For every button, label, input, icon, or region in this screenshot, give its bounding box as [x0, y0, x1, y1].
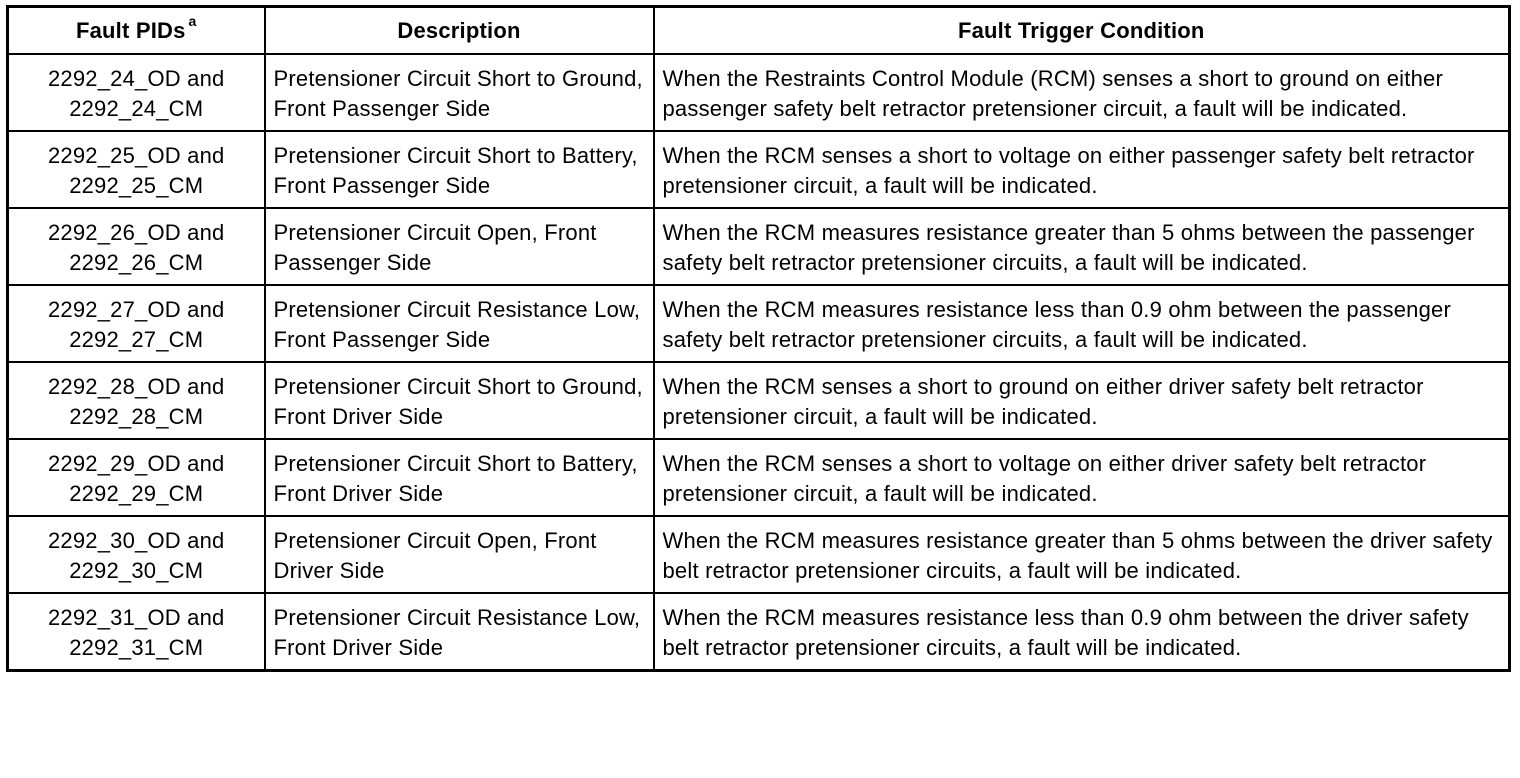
header-description: Description — [263, 5, 655, 55]
cell-fault-pid: 2292_24_OD and 2292_24_CM — [6, 53, 266, 132]
cell-condition: When the RCM measures resistance less th… — [652, 284, 1511, 363]
table-row: 2292_29_OD and 2292_29_CM Pretensioner Ci… — [6, 438, 1511, 517]
header-footnote-marker: a — [188, 13, 197, 30]
cell-description: Pretensioner Circuit Short to Ground, Fr… — [263, 361, 655, 440]
cell-fault-pid: 2292_27_OD and 2292_27_CM — [6, 284, 266, 363]
cell-description: Pretensioner Circuit Resistance Low, Fro… — [263, 592, 655, 672]
table-row: 2292_26_OD and 2292_26_CM Pretensioner Ci… — [6, 207, 1511, 286]
pid-line: 2292_27_CM — [69, 327, 204, 352]
table-body: 2292_24_OD and 2292_24_CM Pretensioner Ci… — [6, 53, 1511, 672]
pid-line: 2292_28_CM — [69, 404, 204, 429]
header-fault-pids-label: Fault PIDs — [75, 17, 186, 43]
table-row: 2292_27_OD and 2292_27_CM Pretensioner Ci… — [6, 284, 1511, 363]
pid-line: 2292_24_CM — [69, 96, 204, 121]
pid-line: 2292_24_OD and — [47, 66, 225, 91]
table-row: 2292_25_OD and 2292_25_CM Pretensioner Ci… — [6, 130, 1511, 209]
pid-line: 2292_27_OD and — [47, 297, 225, 322]
pid-line: 2292_30_OD and — [47, 528, 225, 553]
cell-condition: When the RCM measures resistance less th… — [652, 592, 1511, 672]
cell-fault-pid: 2292_25_OD and 2292_25_CM — [6, 130, 266, 209]
table-row: 2292_28_OD and 2292_28_CM Pretensioner Ci… — [6, 361, 1511, 440]
cell-description: Pretensioner Circuit Short to Battery, F… — [263, 130, 655, 209]
cell-condition: When the Restraints Control Module (RCM)… — [652, 53, 1511, 132]
pid-line: 2292_30_CM — [69, 558, 204, 583]
cell-condition: When the RCM senses a short to voltage o… — [652, 130, 1511, 209]
table-row: 2292_24_OD and 2292_24_CM Pretensioner Ci… — [6, 53, 1511, 132]
pid-line: 2292_25_CM — [69, 173, 204, 198]
table-row: 2292_31_OD and 2292_31_CM Pretensioner Ci… — [6, 592, 1511, 672]
pid-line: 2292_31_CM — [69, 635, 204, 660]
pid-line: 2292_29_OD and — [47, 451, 225, 476]
pid-line: 2292_28_OD and — [47, 374, 225, 399]
cell-description: Pretensioner Circuit Short to Ground, Fr… — [263, 53, 655, 132]
pid-line: 2292_31_OD and — [47, 605, 225, 630]
cell-fault-pid: 2292_30_OD and 2292_30_CM — [6, 515, 266, 594]
pid-line: 2292_26_CM — [69, 250, 204, 275]
header-fault-trigger-condition: Fault Trigger Condition — [652, 5, 1511, 55]
cell-description: Pretensioner Circuit Open, Front Driver … — [263, 515, 655, 594]
cell-fault-pid: 2292_26_OD and 2292_26_CM — [6, 207, 266, 286]
cell-fault-pid: 2292_28_OD and 2292_28_CM — [6, 361, 266, 440]
cell-fault-pid: 2292_31_OD and 2292_31_CM — [6, 592, 266, 672]
cell-condition: When the RCM senses a short to voltage o… — [652, 438, 1511, 517]
cell-condition: When the RCM measures resistance greater… — [652, 515, 1511, 594]
cell-condition: When the RCM measures resistance greater… — [652, 207, 1511, 286]
table-row: 2292_30_OD and 2292_30_CM Pretensioner Ci… — [6, 515, 1511, 594]
pid-line: 2292_29_CM — [69, 481, 204, 506]
pid-line: 2292_25_OD and — [47, 143, 225, 168]
cell-condition: When the RCM senses a short to ground on… — [652, 361, 1511, 440]
cell-description: Pretensioner Circuit Short to Battery, F… — [263, 438, 655, 517]
cell-fault-pid: 2292_29_OD and 2292_29_CM — [6, 438, 266, 517]
cell-description: Pretensioner Circuit Resistance Low, Fro… — [263, 284, 655, 363]
cell-description: Pretensioner Circuit Open, Front Passeng… — [263, 207, 655, 286]
pid-line: 2292_26_OD and — [47, 220, 225, 245]
